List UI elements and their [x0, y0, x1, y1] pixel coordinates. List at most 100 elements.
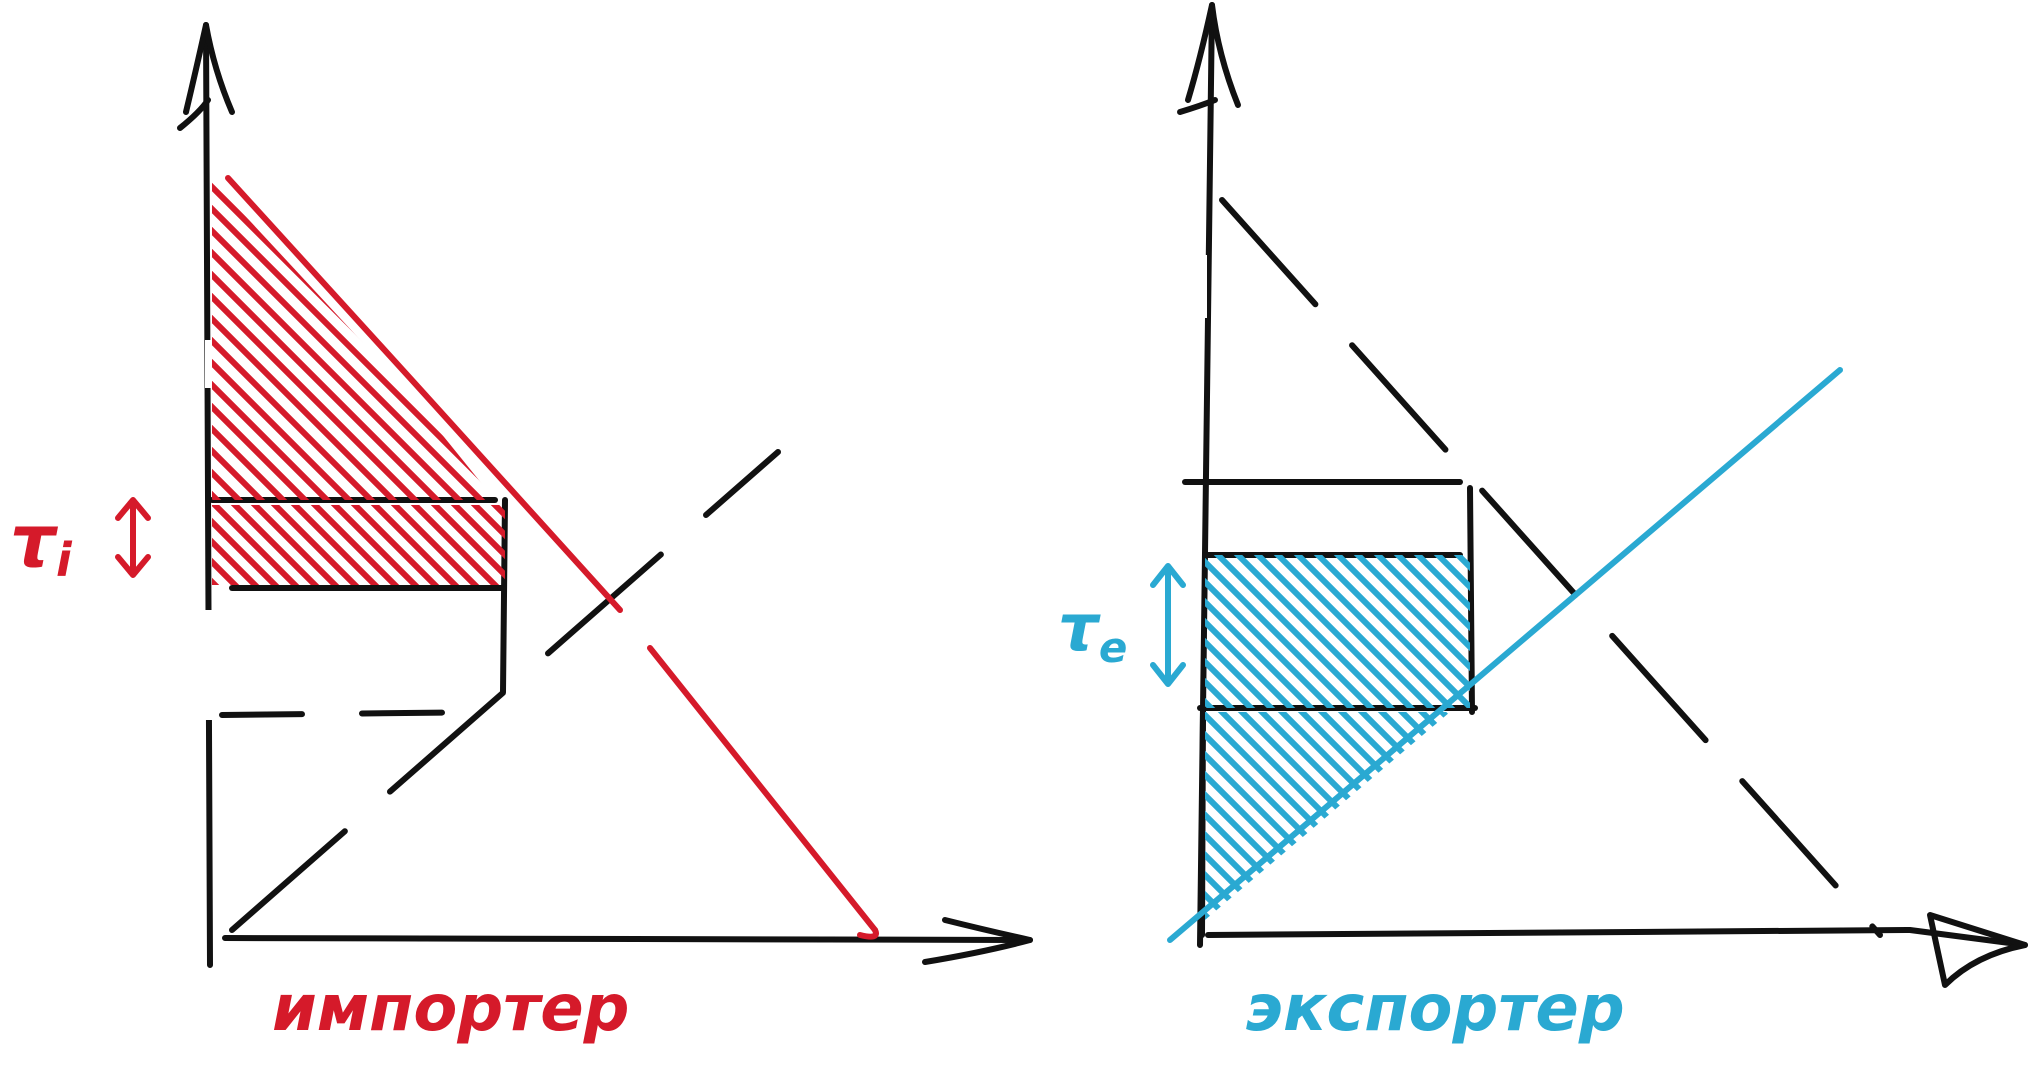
hatch-stroke [1675, 705, 1895, 925]
hatch-stroke [1495, 705, 1715, 925]
hatch-stroke [1205, 555, 1338, 708]
exporter-tax-revenue-hatch [1205, 550, 1775, 712]
hatch-stroke [635, 170, 970, 505]
hatch-stroke [212, 180, 467, 500]
hatch-stroke [467, 505, 505, 585]
hatch-stroke [212, 180, 335, 500]
hatch-stroke [613, 170, 948, 505]
hatch-stroke [975, 705, 1195, 925]
hatch-stroke [811, 170, 1146, 505]
hatch-stroke [701, 170, 1036, 505]
hatch-stroke [745, 170, 1080, 505]
hatch-stroke [212, 180, 489, 500]
hatch-stroke [1230, 555, 1398, 708]
hatch-stroke [367, 505, 463, 585]
hatch-stroke [258, 180, 495, 500]
importer-vertical-line [500, 497, 508, 695]
exporter-y-axis-arrowhead [1177, 2, 1241, 115]
hatch-stroke [407, 505, 503, 585]
hatch-stroke [287, 505, 383, 585]
hatch-stroke [212, 505, 243, 585]
importer-x-axis [222, 935, 1033, 943]
hatch-stroke [456, 180, 495, 500]
hatch-stroke [679, 170, 1014, 505]
hatch-stroke [1205, 555, 1278, 708]
hatch-stroke [1350, 555, 1470, 708]
hatch-stroke [1615, 705, 1835, 925]
hatch-stroke [212, 180, 379, 500]
hatch-stroke [280, 180, 495, 500]
hatch-stroke [1205, 712, 1218, 920]
importer-y-axis [203, 22, 213, 968]
exporter-x-axis-arrowhead [1927, 912, 2028, 988]
hatch-stroke [212, 180, 445, 500]
hatch-stroke [1410, 555, 1470, 708]
hatch-stroke [591, 170, 926, 505]
importer-demand-line-tail [857, 927, 879, 940]
hatch-stroke [307, 505, 403, 585]
exporter-vertical-line [1467, 485, 1475, 715]
exporter-box-left-edge [1199, 705, 1206, 938]
hatch-stroke [569, 170, 904, 505]
exporter-panel: τe экспортер [975, 2, 2028, 1046]
hatch-stroke [1575, 705, 1795, 925]
hatch-stroke [1613, 550, 1775, 712]
hatch-stroke [227, 505, 323, 585]
hatch-stroke [1205, 555, 1238, 708]
hatch-stroke [324, 180, 495, 500]
exporter-x-axis [1205, 927, 2028, 948]
hatch-stroke [447, 505, 505, 585]
hatch-stroke [212, 505, 283, 585]
hatch-stroke [1475, 705, 1695, 925]
importer-tariff-revenue-hatch [212, 500, 660, 590]
exporter-supply-line [1167, 367, 1843, 943]
hatch-stroke [570, 500, 660, 590]
hatch-stroke [503, 170, 838, 505]
hatch-stroke [1390, 555, 1470, 708]
hatch-stroke [1290, 555, 1458, 708]
importer-x-axis-arrowhead [922, 917, 1033, 965]
importer-tau-arrow [115, 497, 151, 578]
hatch-stroke [1535, 705, 1755, 925]
importer-tau-label: τi [10, 499, 73, 587]
hatch-stroke [530, 500, 620, 590]
hatch-stroke [1695, 705, 1915, 925]
importer-price-line-lower [219, 709, 498, 718]
hatch-stroke [368, 180, 495, 500]
hatch-stroke [1205, 712, 1278, 920]
hatch-stroke [1205, 555, 1298, 708]
exporter-tau-arrow [1150, 563, 1186, 687]
hatch-stroke [1310, 555, 1470, 708]
exporter-demand-line [1219, 197, 1883, 938]
hatch-stroke [327, 505, 423, 585]
hatch-stroke [789, 170, 1124, 505]
hatch-stroke [1312, 712, 1450, 920]
hatch-stroke [212, 180, 313, 500]
hatch-stroke [1392, 712, 1450, 920]
hatch-stroke [1493, 550, 1655, 712]
hatch-stroke [1593, 550, 1755, 712]
hatch-stroke [267, 505, 363, 585]
hatch-stroke [1372, 712, 1450, 920]
hatch-stroke [236, 180, 495, 500]
hatch-stroke [1250, 555, 1418, 708]
hatch-stroke [1635, 705, 1855, 925]
hatch-stroke [1205, 555, 1358, 708]
hatch-stroke [212, 505, 263, 585]
hatch-stroke [547, 170, 882, 505]
hatch-stroke [212, 180, 423, 500]
hatch-stroke [212, 180, 225, 500]
hatch-stroke [1553, 550, 1715, 712]
hatch-stroke [1332, 712, 1450, 920]
hatch-stroke [387, 505, 483, 585]
hatch-stroke [478, 180, 495, 500]
hatch-stroke [434, 180, 495, 500]
hatch-stroke [767, 170, 1102, 505]
exporter-caption: экспортер [1245, 972, 1625, 1046]
hatch-stroke [346, 180, 495, 500]
hatch-stroke [212, 180, 401, 500]
hatch-stroke [1205, 555, 1318, 708]
hatch-stroke [247, 505, 343, 585]
hatch-stroke [212, 180, 495, 500]
